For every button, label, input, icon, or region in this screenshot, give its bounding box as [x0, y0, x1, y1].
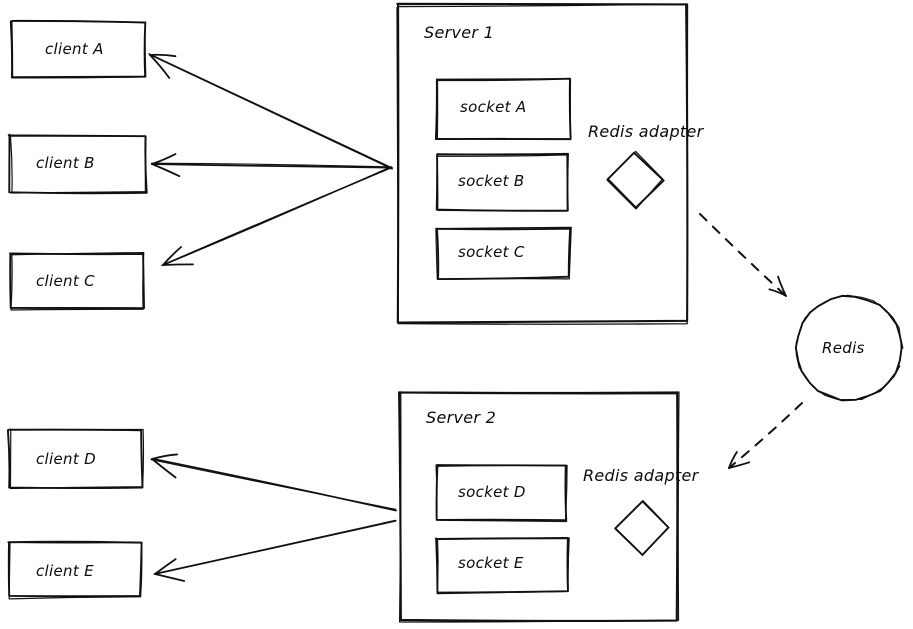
arrowhead-conn-server1-redis [768, 275, 787, 297]
connector-conn-server1-clientC[interactable] [162, 246, 194, 266]
container-server-1 [396, 2, 689, 325]
connector-conn-redis-server2[interactable] [728, 402, 803, 469]
container-server-2 [397, 391, 680, 623]
node-socket-c [435, 226, 572, 280]
connector-conn-server2-clientD[interactable] [151, 453, 178, 479]
node-socket-b [435, 152, 569, 212]
connector-conn-server1-redis[interactable] [699, 213, 787, 297]
arrowhead-conn-server1-clientC [162, 246, 194, 266]
node-socket-e [434, 536, 570, 595]
redis-adapter-diamond-server-2 [614, 500, 670, 556]
node-redis-store [794, 294, 904, 402]
node-client-a [9, 19, 147, 79]
line-conn-server1-clientC-pass2 [161, 166, 392, 267]
connector-conn-server1-clientA[interactable] [149, 53, 177, 79]
connector-conn-server2-clientE[interactable] [154, 558, 186, 582]
node-socket-a [434, 77, 572, 141]
redis-adapter-diamond-server-1 [606, 150, 665, 210]
node-socket-d [435, 464, 568, 523]
arrowhead-conn-server2-clientD [151, 453, 178, 479]
line-conn-server1-clientA-pass2 [148, 53, 392, 168]
node-client-e [7, 540, 143, 600]
line-conn-server1-clientB [150, 163, 393, 169]
line-conn-server2-clientE-pass2 [153, 519, 396, 575]
node-client-c [9, 251, 145, 311]
arrowhead-conn-server2-clientE [154, 558, 186, 582]
arrowhead-conn-server1-clientA [149, 53, 177, 79]
line-conn-server2-clientD-pass2 [150, 459, 397, 510]
line-conn-server1-clientB-pass2 [151, 162, 392, 168]
node-client-b [7, 133, 148, 195]
arrowhead-conn-redis-server2 [728, 451, 751, 469]
node-client-d [6, 428, 145, 490]
